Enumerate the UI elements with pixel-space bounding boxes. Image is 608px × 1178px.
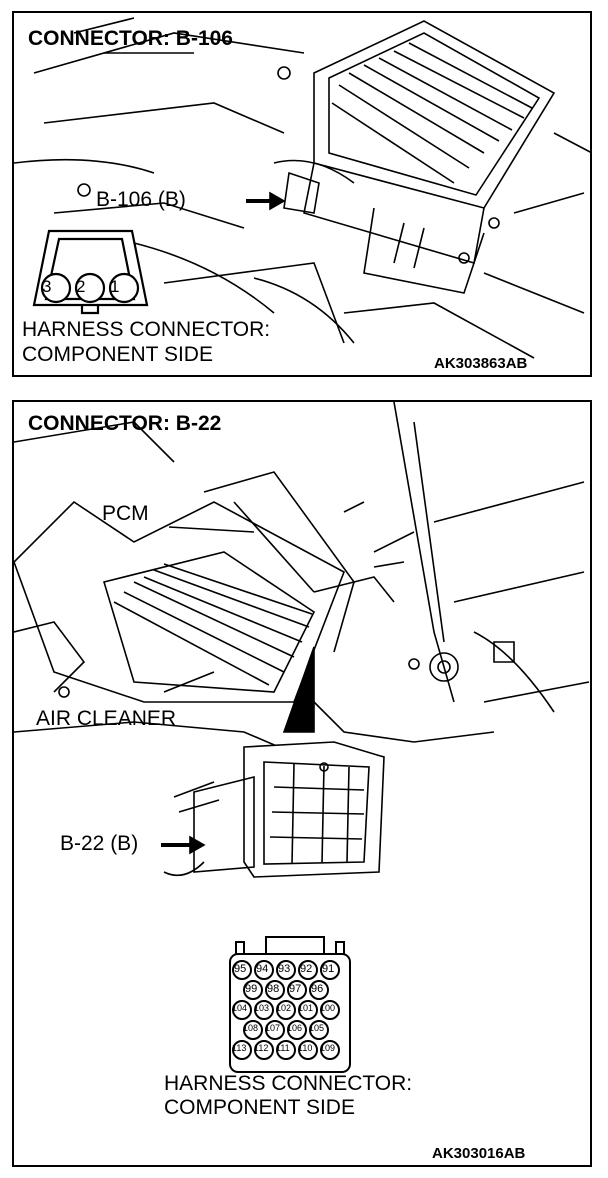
pin-104: 104 [232,1003,248,1013]
pin-97: 97 [289,983,302,995]
pin-2-label: 2 [76,277,86,296]
pin-107: 107 [265,1023,281,1033]
connector-title: CONNECTOR: B-22 [28,412,222,435]
pin-110: 110 [298,1043,313,1053]
pin-106: 106 [287,1023,303,1033]
engine-bay-illustration-b106 [14,17,590,359]
pin-102: 102 [276,1003,292,1013]
pin-112: 112 [254,1043,269,1053]
connector-title: CONNECTOR: B-106 [28,27,233,50]
caption-line1: HARNESS CONNECTOR: [22,318,271,341]
pin-109: 109 [320,1043,336,1053]
pin-98: 98 [267,983,280,995]
pin-103: 103 [254,1003,270,1013]
pin-105: 105 [309,1023,325,1033]
caption-line2: COMPONENT SIDE [22,343,213,366]
engine-bay-illustration-b22 [14,402,590,1073]
air-cleaner-label: AIR CLEANER [36,707,177,730]
pin-108: 108 [243,1023,259,1033]
pin-94: 94 [256,963,269,975]
pcm-label: PCM [102,502,149,525]
figure-code: AK303016AB [432,1145,526,1162]
figure-code: AK303863AB [434,355,528,372]
connector-b106-face [32,229,149,315]
pin-111: 111 [276,1043,290,1053]
pin-101: 101 [298,1003,314,1013]
connector-callout-label: B-106 (B) [96,188,186,211]
pin-96: 96 [311,983,324,995]
connector-b22-face [229,936,351,1073]
pin-99: 99 [245,983,258,995]
connector-callout-label: B-22 (B) [60,832,139,855]
caption-line1: HARNESS CONNECTOR: [164,1072,413,1095]
pin-95: 95 [234,963,247,975]
pin-91: 91 [322,963,335,975]
caption-line2: COMPONENT SIDE [164,1096,355,1119]
pin-113: 113 [232,1043,247,1053]
pin-1-label: 1 [110,277,120,296]
pin-93: 93 [278,963,291,975]
connector-b22-panel: CONNECTOR: B-22 PCM AIR CLEANER B-22 (B)… [12,400,592,1167]
pin-3-label: 3 [42,277,52,296]
pin-92: 92 [300,963,313,975]
connector-b106-panel: CONNECTOR: B-106 B-106 (B) 3 2 1 HARNESS… [12,11,592,377]
pin-100: 100 [320,1003,336,1013]
